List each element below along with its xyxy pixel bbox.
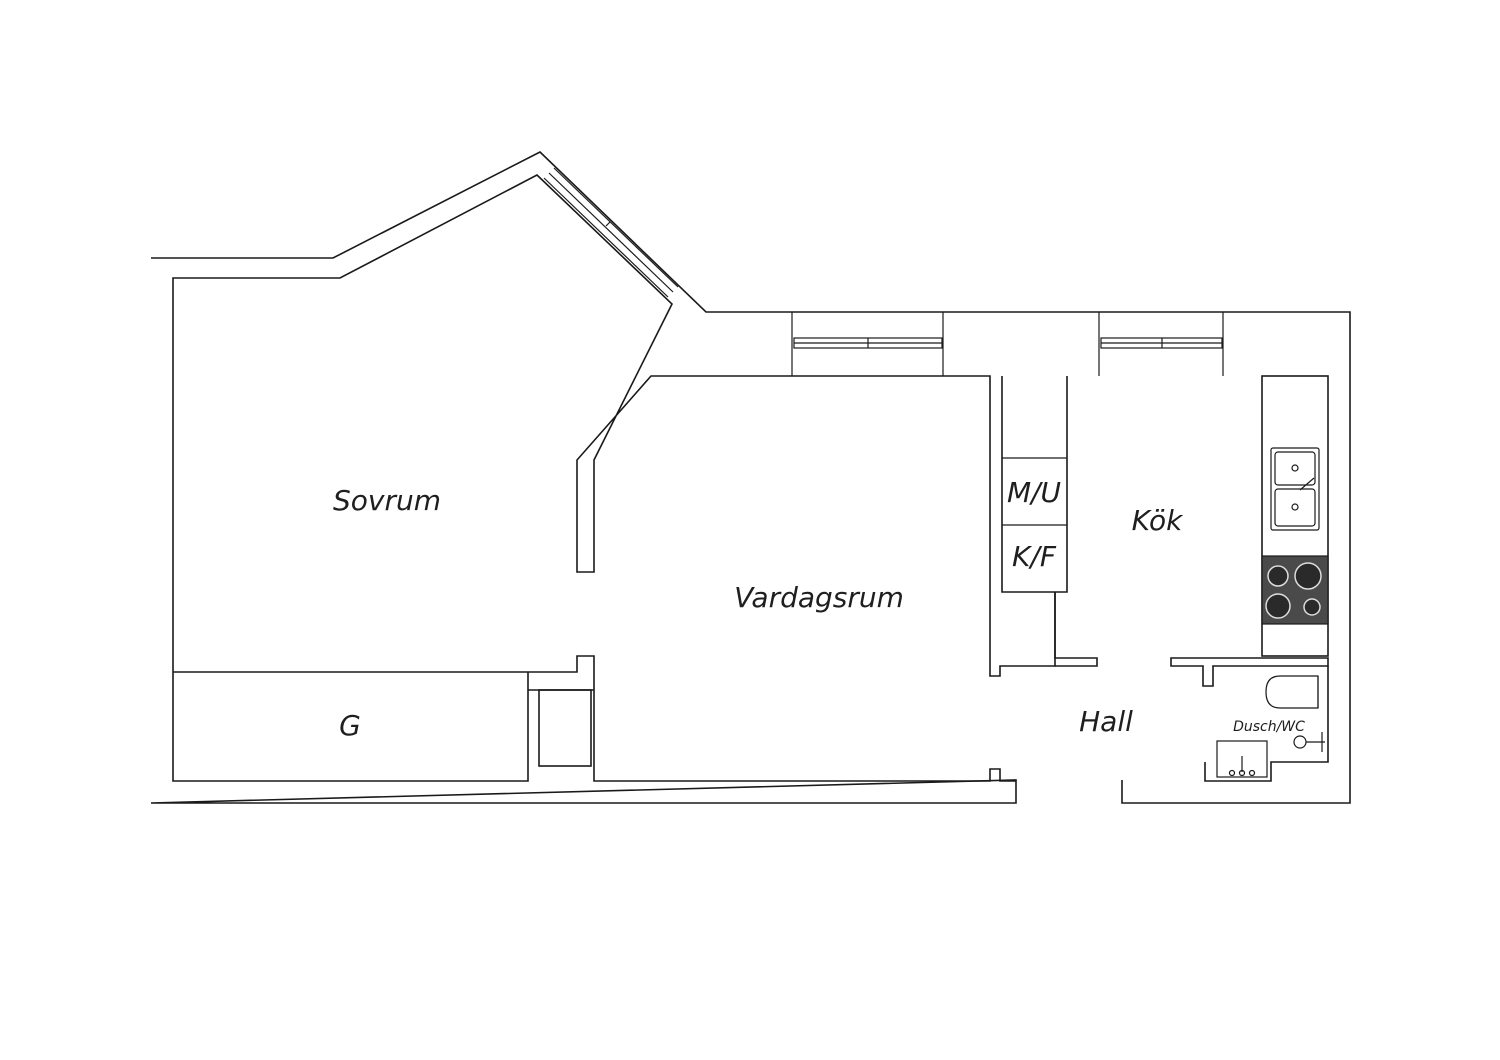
inner-wall-bedroom	[172, 174, 1056, 677]
outer-wall	[150, 151, 1351, 804]
room-label-kok: Kök	[1132, 504, 1184, 537]
kitchen-sink-icon	[1270, 447, 1320, 531]
inner-wall-living-bottom	[593, 672, 1016, 782]
stove-icon	[1261, 555, 1329, 625]
closet-outline	[172, 672, 529, 782]
room-label-vardagsrum: Vardagsrum	[734, 581, 904, 614]
room-label-hall: Hall	[1079, 705, 1133, 738]
storage-box	[538, 689, 592, 767]
room-label-mu: M/U	[1007, 476, 1061, 509]
window-living	[791, 312, 944, 376]
kitchen-stub-left	[1054, 592, 1098, 667]
room-label-kf: K/F	[1012, 540, 1057, 573]
room-label-dusch-wc: Dusch/WC	[1233, 719, 1305, 735]
room-label-g: G	[339, 709, 361, 742]
window-kitchen	[1098, 312, 1224, 376]
kitchen-wall-left	[1001, 376, 1068, 593]
bathroom-sink-icon	[1216, 740, 1268, 778]
toilet-icon	[1265, 675, 1319, 709]
kitchen-stub-right	[1170, 657, 1329, 687]
shower-icon	[1293, 732, 1325, 752]
room-label-sovrum: Sovrum	[333, 484, 441, 517]
kitchen-counter	[1261, 375, 1329, 657]
window-angled	[543, 167, 679, 298]
bathroom-wall	[1204, 666, 1329, 782]
wall-bedroom-closet	[173, 655, 595, 673]
